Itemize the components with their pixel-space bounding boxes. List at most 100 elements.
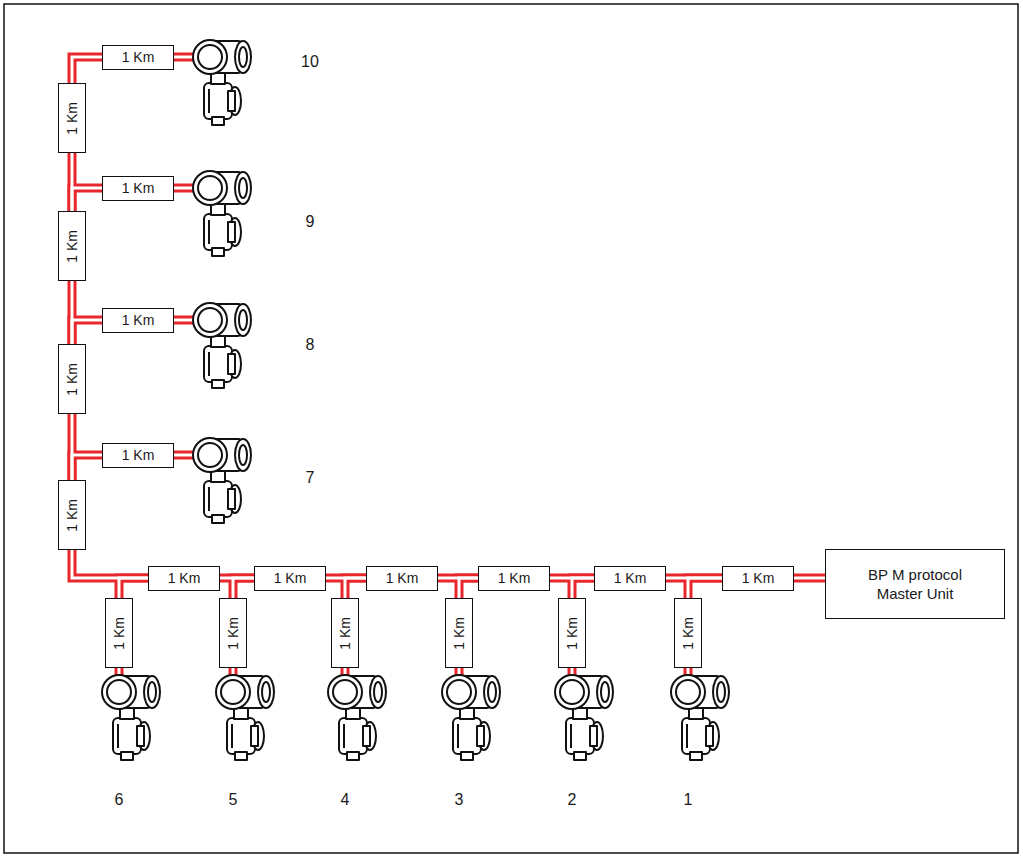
cable-length-box: 1 Km: [105, 598, 133, 668]
length-label: 1 Km: [225, 617, 242, 650]
unit-label: BP M protocol Master Unit: [867, 565, 963, 604]
bus-cable-core: [572, 578, 594, 598]
cable-length-box: 1 Km: [102, 176, 174, 201]
cable-length-box: 1 Km: [594, 566, 666, 591]
length-label: 1 Km: [122, 49, 155, 66]
length-label: 1 Km: [64, 499, 81, 532]
device-number: 7: [306, 469, 315, 487]
transmitter-icon: [193, 438, 251, 523]
cable-length-box: 1 Km: [102, 308, 174, 333]
bus-cable: [794, 574, 825, 583]
length-label: 1 Km: [274, 570, 307, 587]
bus-cable: [345, 578, 366, 598]
cable-length-box: 1 Km: [58, 344, 86, 414]
cable-length-box: 1 Km: [102, 443, 174, 468]
length-label: 1 Km: [122, 180, 155, 197]
bus-cable: [459, 578, 478, 598]
length-label: 1 Km: [64, 363, 81, 396]
bus-cable: [72, 188, 102, 211]
length-label: 1 Km: [64, 102, 81, 135]
cable-length-box: 1 Km: [58, 480, 86, 550]
transmitter-icon: [671, 675, 729, 760]
length-label: 1 Km: [122, 312, 155, 329]
cable-length-box: 1 Km: [58, 211, 86, 281]
bus-cable-core: [688, 578, 722, 598]
device-wire-core: [174, 56, 194, 59]
length-label: 1 Km: [111, 617, 128, 650]
cable-length-box: 1 Km: [58, 83, 86, 153]
device-wires: [119, 57, 688, 676]
bus-cable: [688, 578, 722, 598]
transmitter-icon: [328, 675, 386, 760]
length-label: 1 Km: [680, 617, 697, 650]
length-label: 1 Km: [64, 230, 81, 263]
length-label: 1 Km: [451, 617, 468, 650]
bus-cable: [572, 578, 594, 598]
length-label: 1 Km: [742, 570, 775, 587]
cable-length-box: 1 Km: [102, 45, 174, 70]
transmitter-icon: [442, 675, 500, 760]
device-number: 10: [301, 53, 319, 71]
bus-cable-core: [459, 578, 478, 598]
master-unit-box: BP M protocol Master Unit: [825, 549, 1005, 619]
length-label: 1 Km: [498, 570, 531, 587]
cable-length-box: 1 Km: [445, 598, 473, 668]
device-number: 8: [306, 336, 315, 354]
device-wire-core: [174, 454, 194, 457]
cable-length-box: 1 Km: [331, 598, 359, 668]
bus-cable: [233, 578, 254, 598]
transmitter-icon: [193, 171, 251, 256]
outer-frame: [4, 4, 1018, 853]
length-label: 1 Km: [168, 570, 201, 587]
cable-length-box: 1 Km: [558, 598, 586, 668]
bus-cable: [72, 320, 102, 344]
transmitter-icon: [555, 675, 613, 760]
device-wire-core: [174, 319, 194, 322]
cable-length-box: 1 Km: [148, 566, 220, 591]
cable-layer: [72, 57, 825, 598]
device-wire-core: [174, 187, 194, 190]
bus-cable: [119, 578, 148, 598]
length-label: 1 Km: [122, 447, 155, 464]
length-label: 1 Km: [564, 617, 581, 650]
length-label: 1 Km: [386, 570, 419, 587]
device-number: 5: [229, 791, 238, 809]
bus-cable-core: [345, 578, 366, 598]
transmitter-icon: [193, 303, 251, 388]
bus-cable-core: [72, 455, 102, 480]
transmitter-layer: [102, 40, 729, 760]
cable-length-box: 1 Km: [478, 566, 550, 591]
device-number: 9: [306, 213, 315, 231]
device-wire-cores: [119, 57, 688, 676]
device-number: 4: [341, 791, 350, 809]
bus-cable-core: [794, 577, 825, 580]
length-label: 1 Km: [614, 570, 647, 587]
bus-cable-core: [72, 550, 148, 578]
bus-cable-core: [233, 578, 254, 598]
cable-length-box: 1 Km: [722, 566, 794, 591]
device-wire: [174, 184, 194, 193]
device-number: 1: [684, 791, 693, 809]
transmitter-icon: [216, 675, 274, 760]
device-number: 6: [115, 791, 124, 809]
device-wire: [174, 316, 194, 325]
length-label: 1 Km: [337, 617, 354, 650]
cable-length-box: 1 Km: [254, 566, 326, 591]
cable-core-layer: [72, 57, 825, 598]
bus-cable-core: [119, 578, 148, 598]
cable-length-box: 1 Km: [366, 566, 438, 591]
bus-cable-core: [72, 320, 102, 344]
cable-length-box: 1 Km: [674, 598, 702, 668]
bus-cable: [72, 455, 102, 480]
transmitter-icon: [102, 675, 160, 760]
device-number: 2: [568, 791, 577, 809]
bus-cable-core: [72, 57, 102, 83]
device-number: 3: [455, 791, 464, 809]
bus-cable: [72, 57, 102, 83]
cable-length-box: 1 Km: [219, 598, 247, 668]
device-wire: [174, 451, 194, 460]
transmitter-icon: [193, 40, 251, 125]
device-wire: [174, 53, 194, 62]
